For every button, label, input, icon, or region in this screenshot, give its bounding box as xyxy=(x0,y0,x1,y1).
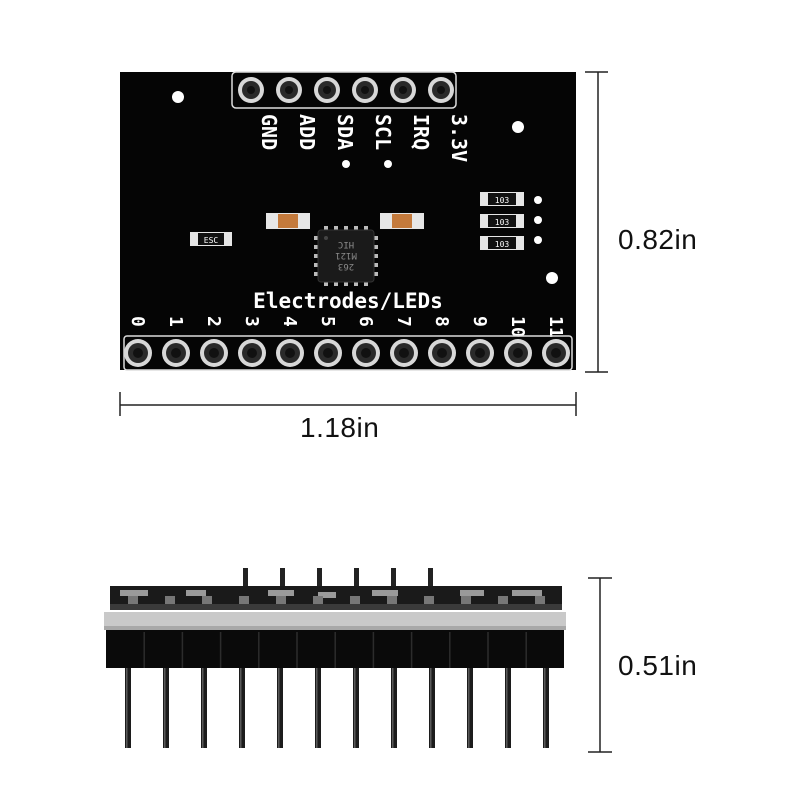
header-pad xyxy=(314,339,342,367)
electrode-number-9: 9 xyxy=(469,316,490,327)
electrode-number-1: 1 xyxy=(165,316,186,327)
header-pin xyxy=(277,668,283,748)
pin-label-irq: IRQ xyxy=(409,114,433,150)
pin-label-sda: SDA xyxy=(333,114,357,150)
silkscreen-title: Electrodes/LEDs xyxy=(253,289,443,313)
capacitor xyxy=(266,213,310,229)
header-pad xyxy=(352,77,378,103)
header-pad xyxy=(352,339,380,367)
pin-label-add: ADD xyxy=(295,114,319,150)
header-pad xyxy=(390,339,418,367)
electrode-number-6: 6 xyxy=(355,316,376,327)
chip-marking-line1: 263 xyxy=(338,261,354,271)
header-pad xyxy=(504,339,532,367)
electrode-number-11: 11 xyxy=(545,316,566,338)
header-pin xyxy=(317,568,322,590)
pcb-side-view xyxy=(104,568,566,748)
capacitor xyxy=(380,213,424,229)
header-pin xyxy=(163,668,169,748)
header-pad xyxy=(200,339,228,367)
header-pin xyxy=(201,668,207,748)
dimension-height-side xyxy=(588,577,612,753)
resistor-103: 103 xyxy=(480,192,524,206)
electrode-numbers: 0 1 2 3 4 5 6 7 8 9 10 11 xyxy=(127,316,566,338)
header-pad xyxy=(238,77,264,103)
header-pin xyxy=(354,568,359,590)
resistor-code: 103 xyxy=(495,240,510,249)
electrode-number-5: 5 xyxy=(317,316,338,327)
header-pad xyxy=(466,339,494,367)
header-pad xyxy=(276,339,304,367)
via-hole xyxy=(384,160,392,168)
width-dimension-label: 1.18in xyxy=(300,412,380,443)
electrode-number-0: 0 xyxy=(127,316,148,327)
header-pin xyxy=(467,668,473,748)
electrode-number-3: 3 xyxy=(241,316,262,327)
header-pad xyxy=(162,339,190,367)
via-hole xyxy=(534,236,542,244)
pin-label-gnd: GND xyxy=(257,114,281,150)
pin-label-scl: SCL xyxy=(371,114,395,150)
side-height-dimension-label: 0.51in xyxy=(618,650,698,681)
pin-label-3v3: 3.3V xyxy=(447,114,471,162)
pcb-top-view: GND ADD SDA SCL IRQ 3.3V ESC 103 xyxy=(120,71,576,371)
dimension-width xyxy=(119,392,577,416)
header-pin xyxy=(125,668,131,748)
chip-marking-line2: M121 xyxy=(335,250,357,260)
header-pad xyxy=(428,77,454,103)
ic-chip: 263 M121 HIC xyxy=(314,226,378,286)
electrode-number-8: 8 xyxy=(431,316,452,327)
electrode-number-10: 10 xyxy=(507,316,528,338)
electrode-number-7: 7 xyxy=(393,316,414,327)
via-hole xyxy=(534,216,542,224)
via-hole xyxy=(342,160,350,168)
height-dimension-label: 0.82in xyxy=(618,224,698,255)
resistor-code: 103 xyxy=(495,218,510,227)
mounting-hole xyxy=(512,121,524,133)
dimension-height-top xyxy=(585,71,608,373)
chip-marking-line3: HIC xyxy=(338,239,354,249)
header-pin xyxy=(543,668,549,748)
header-pad xyxy=(542,339,570,367)
header-pin xyxy=(243,568,248,590)
header-pin xyxy=(353,668,359,748)
header-pin xyxy=(391,668,397,748)
header-pad xyxy=(428,339,456,367)
header-pin xyxy=(505,668,511,748)
top-header xyxy=(231,71,457,109)
header-pin xyxy=(280,568,285,590)
header-pad xyxy=(124,339,152,367)
header-pin xyxy=(239,668,245,748)
electrode-number-2: 2 xyxy=(203,316,224,327)
via-hole xyxy=(534,196,542,204)
header-pin xyxy=(428,568,433,590)
resistor-103: 103 xyxy=(480,236,524,250)
mounting-hole xyxy=(172,91,184,103)
header-pin xyxy=(429,668,435,748)
pin-spacer-metal xyxy=(104,612,566,630)
resistor-code: 103 xyxy=(495,196,510,205)
header-pin xyxy=(315,668,321,748)
header-pad xyxy=(390,77,416,103)
resistor-103: 103 xyxy=(480,214,524,228)
smd-resistor: ESC xyxy=(190,232,232,246)
header-pad xyxy=(238,339,266,367)
bottom-header xyxy=(123,335,573,371)
part-code: ESC xyxy=(204,236,219,245)
header-pad xyxy=(276,77,302,103)
header-pad xyxy=(314,77,340,103)
header-pin xyxy=(391,568,396,590)
mounting-hole xyxy=(546,272,558,284)
electrode-number-4: 4 xyxy=(279,316,300,327)
